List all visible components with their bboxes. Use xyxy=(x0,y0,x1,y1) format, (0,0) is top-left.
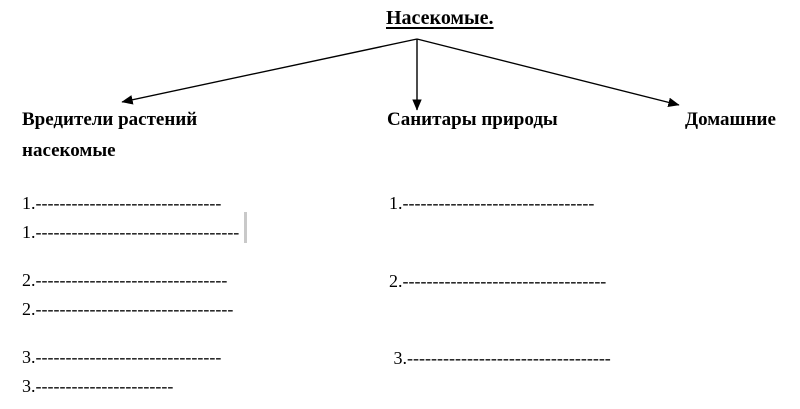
arrow-left-connector xyxy=(121,38,418,105)
fill-line-left-3a[interactable]: 3.------------------------------- xyxy=(22,347,222,367)
page-title: Насекомые. xyxy=(386,7,494,29)
fill-line-left-2b[interactable]: 2.--------------------------------- xyxy=(22,299,234,319)
fill-line-left-3b[interactable]: 3.----------------------- xyxy=(22,376,174,396)
category-label-domestic: Домашние xyxy=(685,109,776,130)
category-label-plant-pests: Вредители растений xyxy=(22,109,198,130)
fill-line-left-1a[interactable]: 1.------------------------------- xyxy=(22,193,222,213)
text-cursor xyxy=(244,212,247,243)
fill-line-middle-1[interactable]: 1.-------------------------------- xyxy=(389,193,595,213)
fill-line-left-2a[interactable]: 2.-------------------------------- xyxy=(22,270,228,290)
fill-line-middle-2[interactable]: 2.---------------------------------- xyxy=(389,271,607,291)
fill-line-middle-3[interactable]: 3.---------------------------------- xyxy=(389,348,611,368)
arrow-right-connector xyxy=(416,38,680,108)
category-label-domestic-wrap: насекомые xyxy=(22,140,116,161)
category-label-nature-sanitars: Санитары природы xyxy=(387,109,558,130)
fill-line-left-1b[interactable]: 1.---------------------------------- xyxy=(22,222,240,242)
